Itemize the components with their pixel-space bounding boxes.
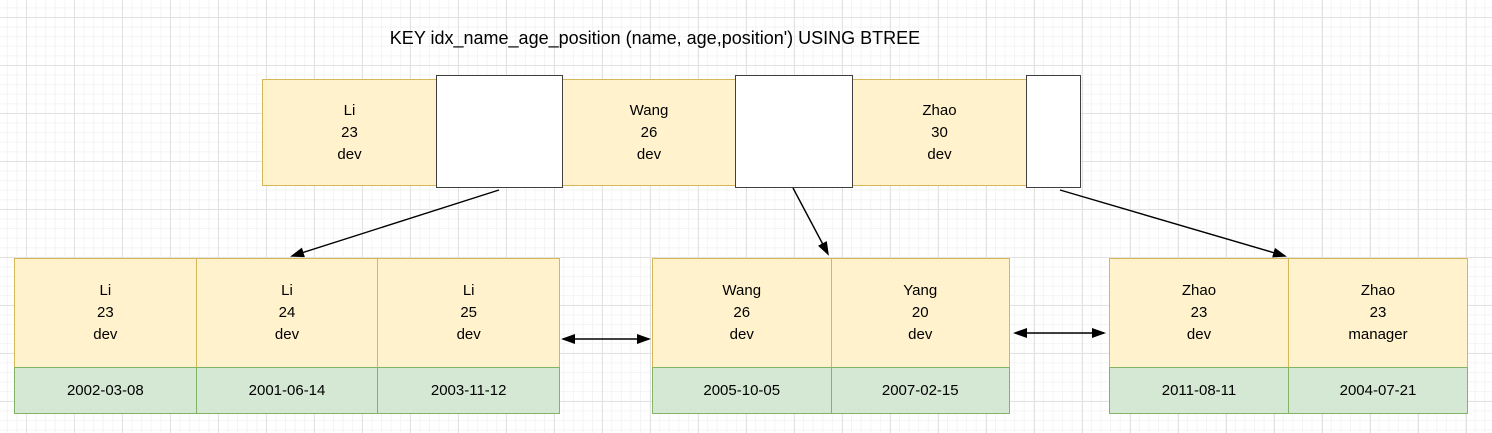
- root-key-age: 23: [341, 123, 358, 141]
- leaf-entry-name: Li: [281, 282, 293, 299]
- leaf-entry-key[interactable]: Wang 26 dev: [652, 258, 832, 367]
- root-key-age: 26: [640, 123, 658, 141]
- leaf-entry-name: Li: [99, 282, 112, 299]
- leaf-entry-position: dev: [1186, 326, 1212, 343]
- leaf-entry-name: Wang: [722, 282, 762, 299]
- leaf-node-2[interactable]: Wang 26 dev 2005-10-05 Yang 20 dev 2007-02-15: [652, 258, 1010, 414]
- arrow-root-pointer2-to-leaf2[interactable]: [792, 187, 829, 256]
- leaf-entry-date[interactable]: 2001-06-14: [195, 367, 379, 414]
- leaf-entry-date[interactable]: 2003-11-12: [377, 367, 561, 414]
- leaf-entry-key[interactable]: Yang 20 dev: [830, 258, 1010, 367]
- leaf-entry-age: 26: [733, 304, 751, 321]
- root-pointer-2[interactable]: [735, 75, 853, 188]
- leaf-entry-date[interactable]: 2004-07-21: [1288, 367, 1468, 414]
- leaf-entry[interactable]: Li 25 dev 2003-11-12: [377, 258, 561, 414]
- root-key-position: dev: [636, 145, 662, 163]
- leaf-entry-age: 23: [1369, 304, 1387, 321]
- leaf-entry-date[interactable]: 2002-03-08: [14, 367, 197, 414]
- root-pointer-1[interactable]: [436, 75, 563, 188]
- root-key-position: dev: [927, 145, 952, 163]
- leaf-entry-age: 25: [460, 304, 478, 321]
- leaf-node-1[interactable]: Li 23 dev 2002-03-08 Li 24 dev 2001-06-14 Li 25 de…: [14, 258, 561, 414]
- root-key-cell[interactable]: Zhao 30 dev: [852, 79, 1027, 186]
- leaf-entry-date[interactable]: 2007-02-15: [830, 367, 1010, 414]
- leaf-entry-age: 24: [278, 304, 296, 321]
- leaf-entry-position: dev: [274, 326, 300, 343]
- leaf-entry-key[interactable]: Li 25 dev: [377, 258, 561, 367]
- leaf-entry-key[interactable]: Zhao 23 dev: [1109, 258, 1289, 367]
- leaf-entry-position: dev: [93, 326, 118, 343]
- arrow-root-pointer1-to-leaf1[interactable]: [290, 189, 500, 258]
- leaf-entry-age: 23: [1190, 304, 1208, 321]
- leaf-entry-position: dev: [729, 326, 754, 343]
- root-key-name: Li: [343, 101, 356, 119]
- leaf-entry-age: 20: [911, 304, 929, 321]
- leaf-entry-key[interactable]: Zhao 23 manager: [1288, 258, 1468, 367]
- root-key-cell[interactable]: Wang 26 dev: [562, 79, 736, 186]
- leaf-entry[interactable]: Yang 20 dev 2007-02-15: [830, 258, 1010, 414]
- leaf-entry-key[interactable]: Li 23 dev: [14, 258, 197, 367]
- leaf-entry-name: Li: [462, 282, 475, 299]
- leaf-entry[interactable]: Li 24 dev 2001-06-14: [195, 258, 379, 414]
- leaf-entry-date[interactable]: 2005-10-05: [652, 367, 832, 414]
- leaf-entry-position: dev: [908, 326, 933, 343]
- leaf-entry-name: Zhao: [1360, 282, 1396, 299]
- leaf-entry-position: dev: [456, 326, 481, 343]
- root-key-cell[interactable]: Li 23 dev: [262, 79, 437, 186]
- root-pointer-end[interactable]: [1026, 75, 1081, 188]
- leaf-node-3[interactable]: Zhao 23 dev 2011-08-11 Zhao 23 manager 2004-07-…: [1109, 258, 1468, 414]
- root-key-position: dev: [337, 145, 362, 163]
- leaf-entry-position: manager: [1348, 326, 1408, 343]
- root-key-age: 30: [931, 123, 948, 141]
- leaf-entry-key[interactable]: Li 24 dev: [195, 258, 379, 367]
- leaf-entry[interactable]: Zhao 23 dev 2011-08-11: [1109, 258, 1289, 414]
- leaf-entry[interactable]: Zhao 23 manager 2004-07-21: [1288, 258, 1468, 414]
- index-definition-title[interactable]: KEY idx_name_age_position (name, age,pos…: [389, 28, 921, 48]
- leaf-entry-name: Zhao: [1181, 282, 1217, 299]
- btree-root-node[interactable]: Li 23 dev Wang 26 dev Zhao 30 dev: [262, 75, 1081, 188]
- leaf-entry-date[interactable]: 2011-08-11: [1109, 367, 1289, 414]
- leaf-entry-name: Yang: [903, 282, 938, 299]
- root-key-name: Zhao: [922, 101, 957, 119]
- leaf-entry[interactable]: Li 23 dev 2002-03-08: [14, 258, 197, 414]
- leaf-entry[interactable]: Wang 26 dev 2005-10-05: [652, 258, 832, 414]
- root-key-name: Wang: [629, 101, 669, 119]
- arrow-root-pointerend-to-leaf3[interactable]: [1059, 189, 1287, 258]
- leaf-entry-age: 23: [96, 304, 114, 321]
